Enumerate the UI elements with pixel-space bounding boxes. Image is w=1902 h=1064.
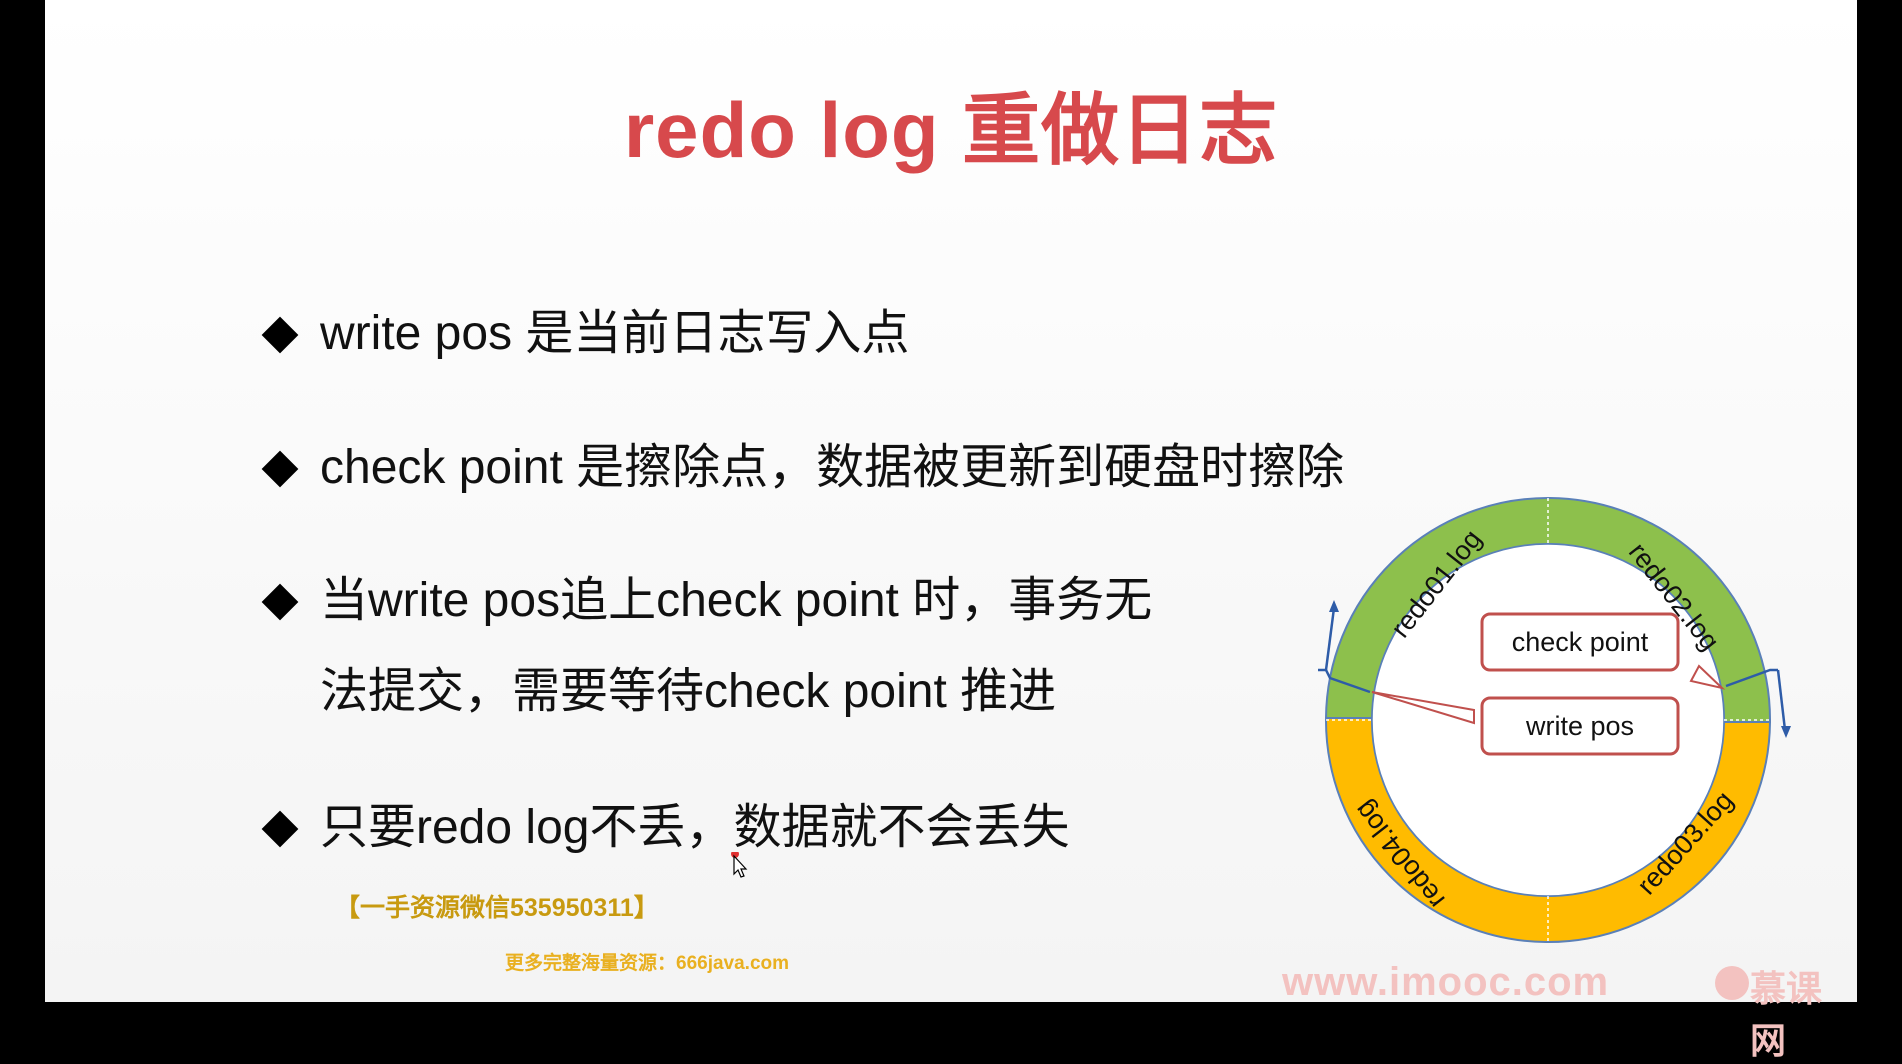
brand-url: www.imooc.com (1282, 960, 1610, 1004)
bullet-text-3-line2: 法提交，需要等待check point 推进 (320, 665, 1057, 718)
mouse-cursor-icon (731, 852, 748, 878)
redo-log-ring-diagram: redo01.log redo02.log redo03.log redo04.… (1318, 497, 1791, 943)
write-pos-label: write pos (1525, 711, 1634, 741)
watermark-wechat: 【一手资源微信535950311】 (335, 894, 659, 922)
bullet-text-4: 只要redo log不丢，数据就不会丢失 (320, 801, 1070, 854)
check-point-label: check point (1512, 627, 1649, 657)
bullet-diamond-icon (261, 583, 299, 621)
bullet-text-3-line1: 当write pos追上check point 时，事务无 (320, 574, 1153, 627)
check-point-callout (1480, 612, 1680, 672)
bullet-diamond-icon (261, 810, 299, 848)
bullet-text-2: check point 是擦除点，数据被更新到硬盘时擦除 (320, 441, 1345, 494)
writepos-marker (1725, 668, 1778, 688)
bullet-diamond-icon (261, 450, 299, 488)
bullet-text-1: write pos 是当前日志写入点 (320, 307, 910, 360)
brand-flame-icon (1715, 966, 1749, 1000)
bullet-diamond-icon (261, 316, 299, 354)
brand-name: 慕课网 (1750, 968, 1823, 1061)
write-pos-callout (1480, 696, 1680, 756)
watermark-site: 更多完整海量资源：666java.com (505, 953, 790, 974)
checkpoint-marker (1318, 668, 1371, 694)
slide: redo log 重做日志 write pos 是当前日志写入点 check p… (45, 0, 1857, 1061)
slide-title: redo log 重做日志 (623, 86, 1279, 174)
